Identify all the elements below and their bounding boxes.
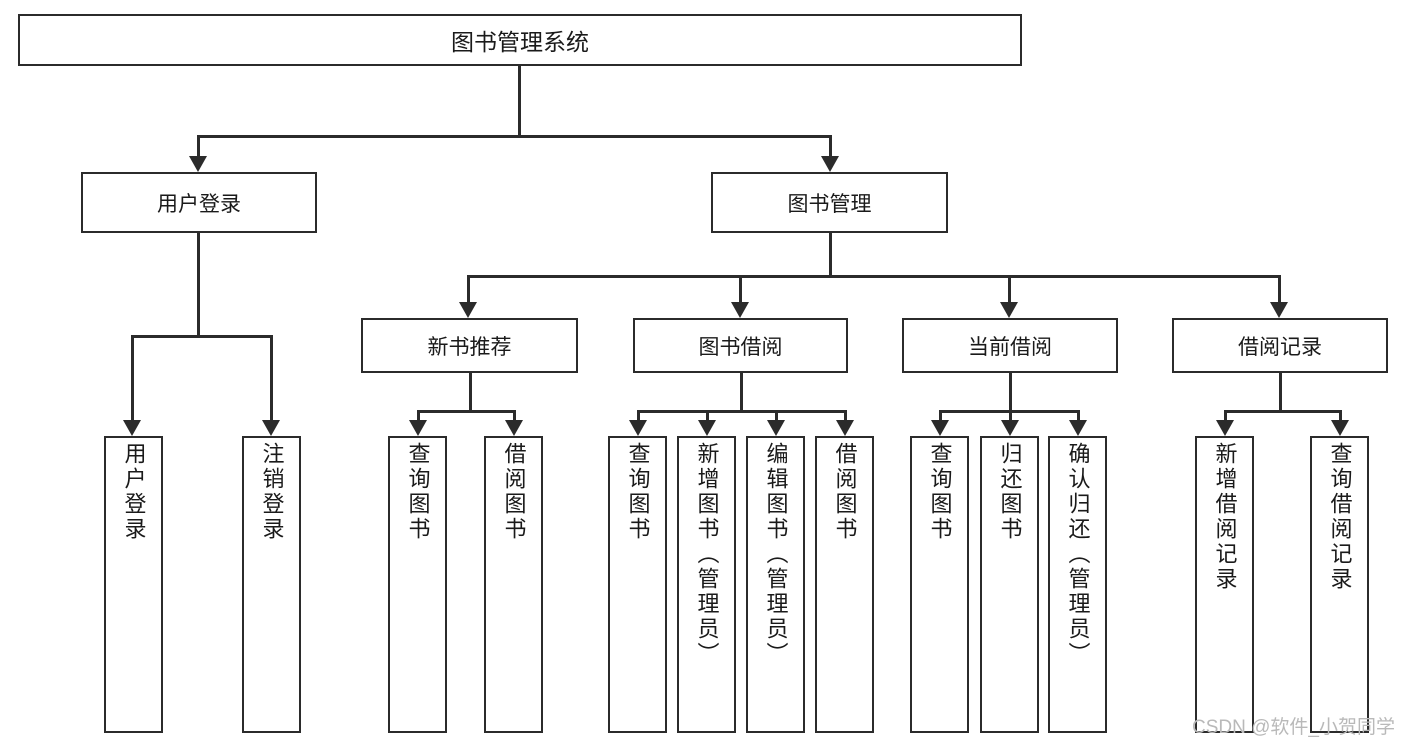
connector-login-drop [270, 335, 273, 422]
connector-manage-stem [829, 233, 832, 275]
watermark: CSDN @软件_小贺同学 [1192, 717, 1395, 738]
connector-branch-arrowhead [504, 420, 523, 436]
connector-branch-drop [1338, 410, 1342, 422]
leaf-node[interactable]: 确认归还（管理员） [1048, 436, 1107, 733]
node-root[interactable]: 图书管理系统 [18, 14, 1022, 66]
connector-branch-arrowhead [766, 420, 785, 436]
connector-login-drop [131, 335, 134, 422]
leaf-node[interactable]: 查询图书 [388, 436, 447, 733]
node-borrow-record-label: 借阅记录 [1238, 335, 1322, 359]
node-book-management-label: 图书管理 [787, 192, 872, 216]
connector-branch-stem [739, 373, 743, 410]
leaf-node[interactable]: 新增借阅记录 [1195, 436, 1254, 733]
node-user-login[interactable]: 用户登录 [81, 172, 317, 233]
node-user-login-label: 用户登录 [157, 192, 241, 216]
connector-login-arrowhead [123, 420, 141, 436]
connector-branch-drop [512, 410, 516, 422]
connector-branch-arrowhead [1330, 420, 1349, 436]
connector-branch-arrowhead [835, 420, 854, 436]
node-new-book-recommend[interactable]: 新书推荐 [361, 318, 578, 373]
connector-manage-arrowhead [1000, 302, 1018, 318]
leaf-node[interactable]: 注销登录 [242, 436, 301, 733]
connector-branch-drop [843, 410, 847, 422]
connector-branch-drop [416, 410, 420, 422]
connector-root-stem [518, 66, 521, 135]
connector-root-drop [829, 135, 832, 158]
leaf-node-label: 编辑图书（管理员） [763, 442, 789, 667]
leaf-node-label: 借阅图书 [832, 442, 858, 542]
node-root-label: 图书管理系统 [451, 29, 589, 55]
connector-branch-drop [636, 410, 640, 422]
node-book-borrow[interactable]: 图书借阅 [633, 318, 848, 373]
node-new-book-recommend-label: 新书推荐 [427, 335, 512, 359]
connector-root-arrowhead [189, 156, 207, 172]
leaf-node-label: 借阅图书 [501, 442, 527, 542]
leaf-node-label: 查询图书 [625, 442, 651, 542]
leaf-node-label: 注销登录 [259, 442, 285, 542]
connector-branch-stem [1279, 373, 1282, 410]
connector-branch-arrowhead [408, 420, 427, 436]
node-book-management[interactable]: 图书管理 [711, 172, 948, 233]
leaf-node-label: 查询图书 [405, 442, 431, 542]
leaf-node[interactable]: 编辑图书（管理员） [746, 436, 805, 733]
leaf-node[interactable]: 查询图书 [608, 436, 667, 733]
connector-root-arrowhead [821, 156, 839, 172]
connector-branch-stem [1009, 373, 1012, 410]
leaf-node-label: 查询图书 [927, 442, 953, 542]
connector-branch-drop [774, 410, 778, 422]
connector-manage-drop [467, 275, 470, 304]
connector-login-bus [132, 335, 271, 338]
leaf-node-label: 新增借阅记录 [1212, 442, 1238, 592]
connector-branch-arrowhead [1215, 420, 1234, 436]
connector-branch-drop [1076, 410, 1080, 422]
leaf-node[interactable]: 借阅图书 [815, 436, 874, 733]
leaf-node-label: 确认归还（管理员） [1065, 442, 1091, 667]
connector-manage-arrowhead [1270, 302, 1288, 318]
connector-branch-arrowhead [930, 420, 949, 436]
connector-branch-drop [1223, 410, 1227, 422]
node-borrow-record[interactable]: 借阅记录 [1172, 318, 1388, 373]
connector-branch-bus [417, 410, 514, 413]
connector-branch-stem [468, 373, 472, 410]
leaf-node-label: 查询借阅记录 [1327, 442, 1353, 592]
node-current-borrow-label: 当前借阅 [968, 335, 1052, 359]
leaf-node[interactable]: 查询借阅记录 [1310, 436, 1369, 733]
connector-login-arrowhead [262, 420, 280, 436]
connector-branch-arrowhead [628, 420, 647, 436]
connector-manage-drop [1278, 275, 1281, 304]
node-current-borrow[interactable]: 当前借阅 [902, 318, 1118, 373]
leaf-node[interactable]: 用户登录 [104, 436, 163, 733]
connector-root-bus [198, 135, 831, 138]
connector-branch-bus [637, 410, 845, 413]
connector-branch-drop [1008, 410, 1012, 422]
connector-manage-arrowhead [459, 302, 477, 318]
connector-branch-drop [938, 410, 942, 422]
connector-branch-bus [1224, 410, 1340, 413]
connector-manage-drop [1008, 275, 1011, 304]
leaf-node[interactable]: 查询图书 [910, 436, 969, 733]
connector-manage-bus [468, 275, 1280, 278]
connector-branch-arrowhead [697, 420, 716, 436]
leaf-node-label: 归还图书 [997, 442, 1023, 542]
leaf-node-label: 用户登录 [121, 442, 147, 542]
leaf-node[interactable]: 归还图书 [980, 436, 1039, 733]
connector-root-drop [197, 135, 200, 158]
connector-manage-arrowhead [731, 302, 749, 318]
connector-branch-drop [705, 410, 709, 422]
node-book-borrow-label: 图书借阅 [698, 335, 783, 359]
leaf-node[interactable]: 借阅图书 [484, 436, 543, 733]
connector-login-stem [197, 233, 200, 335]
leaf-node-label: 新增图书（管理员） [694, 442, 720, 667]
connector-manage-drop [739, 275, 742, 304]
connector-branch-arrowhead [1068, 420, 1087, 436]
connector-branch-arrowhead [1000, 420, 1019, 436]
leaf-node[interactable]: 新增图书（管理员） [677, 436, 736, 733]
